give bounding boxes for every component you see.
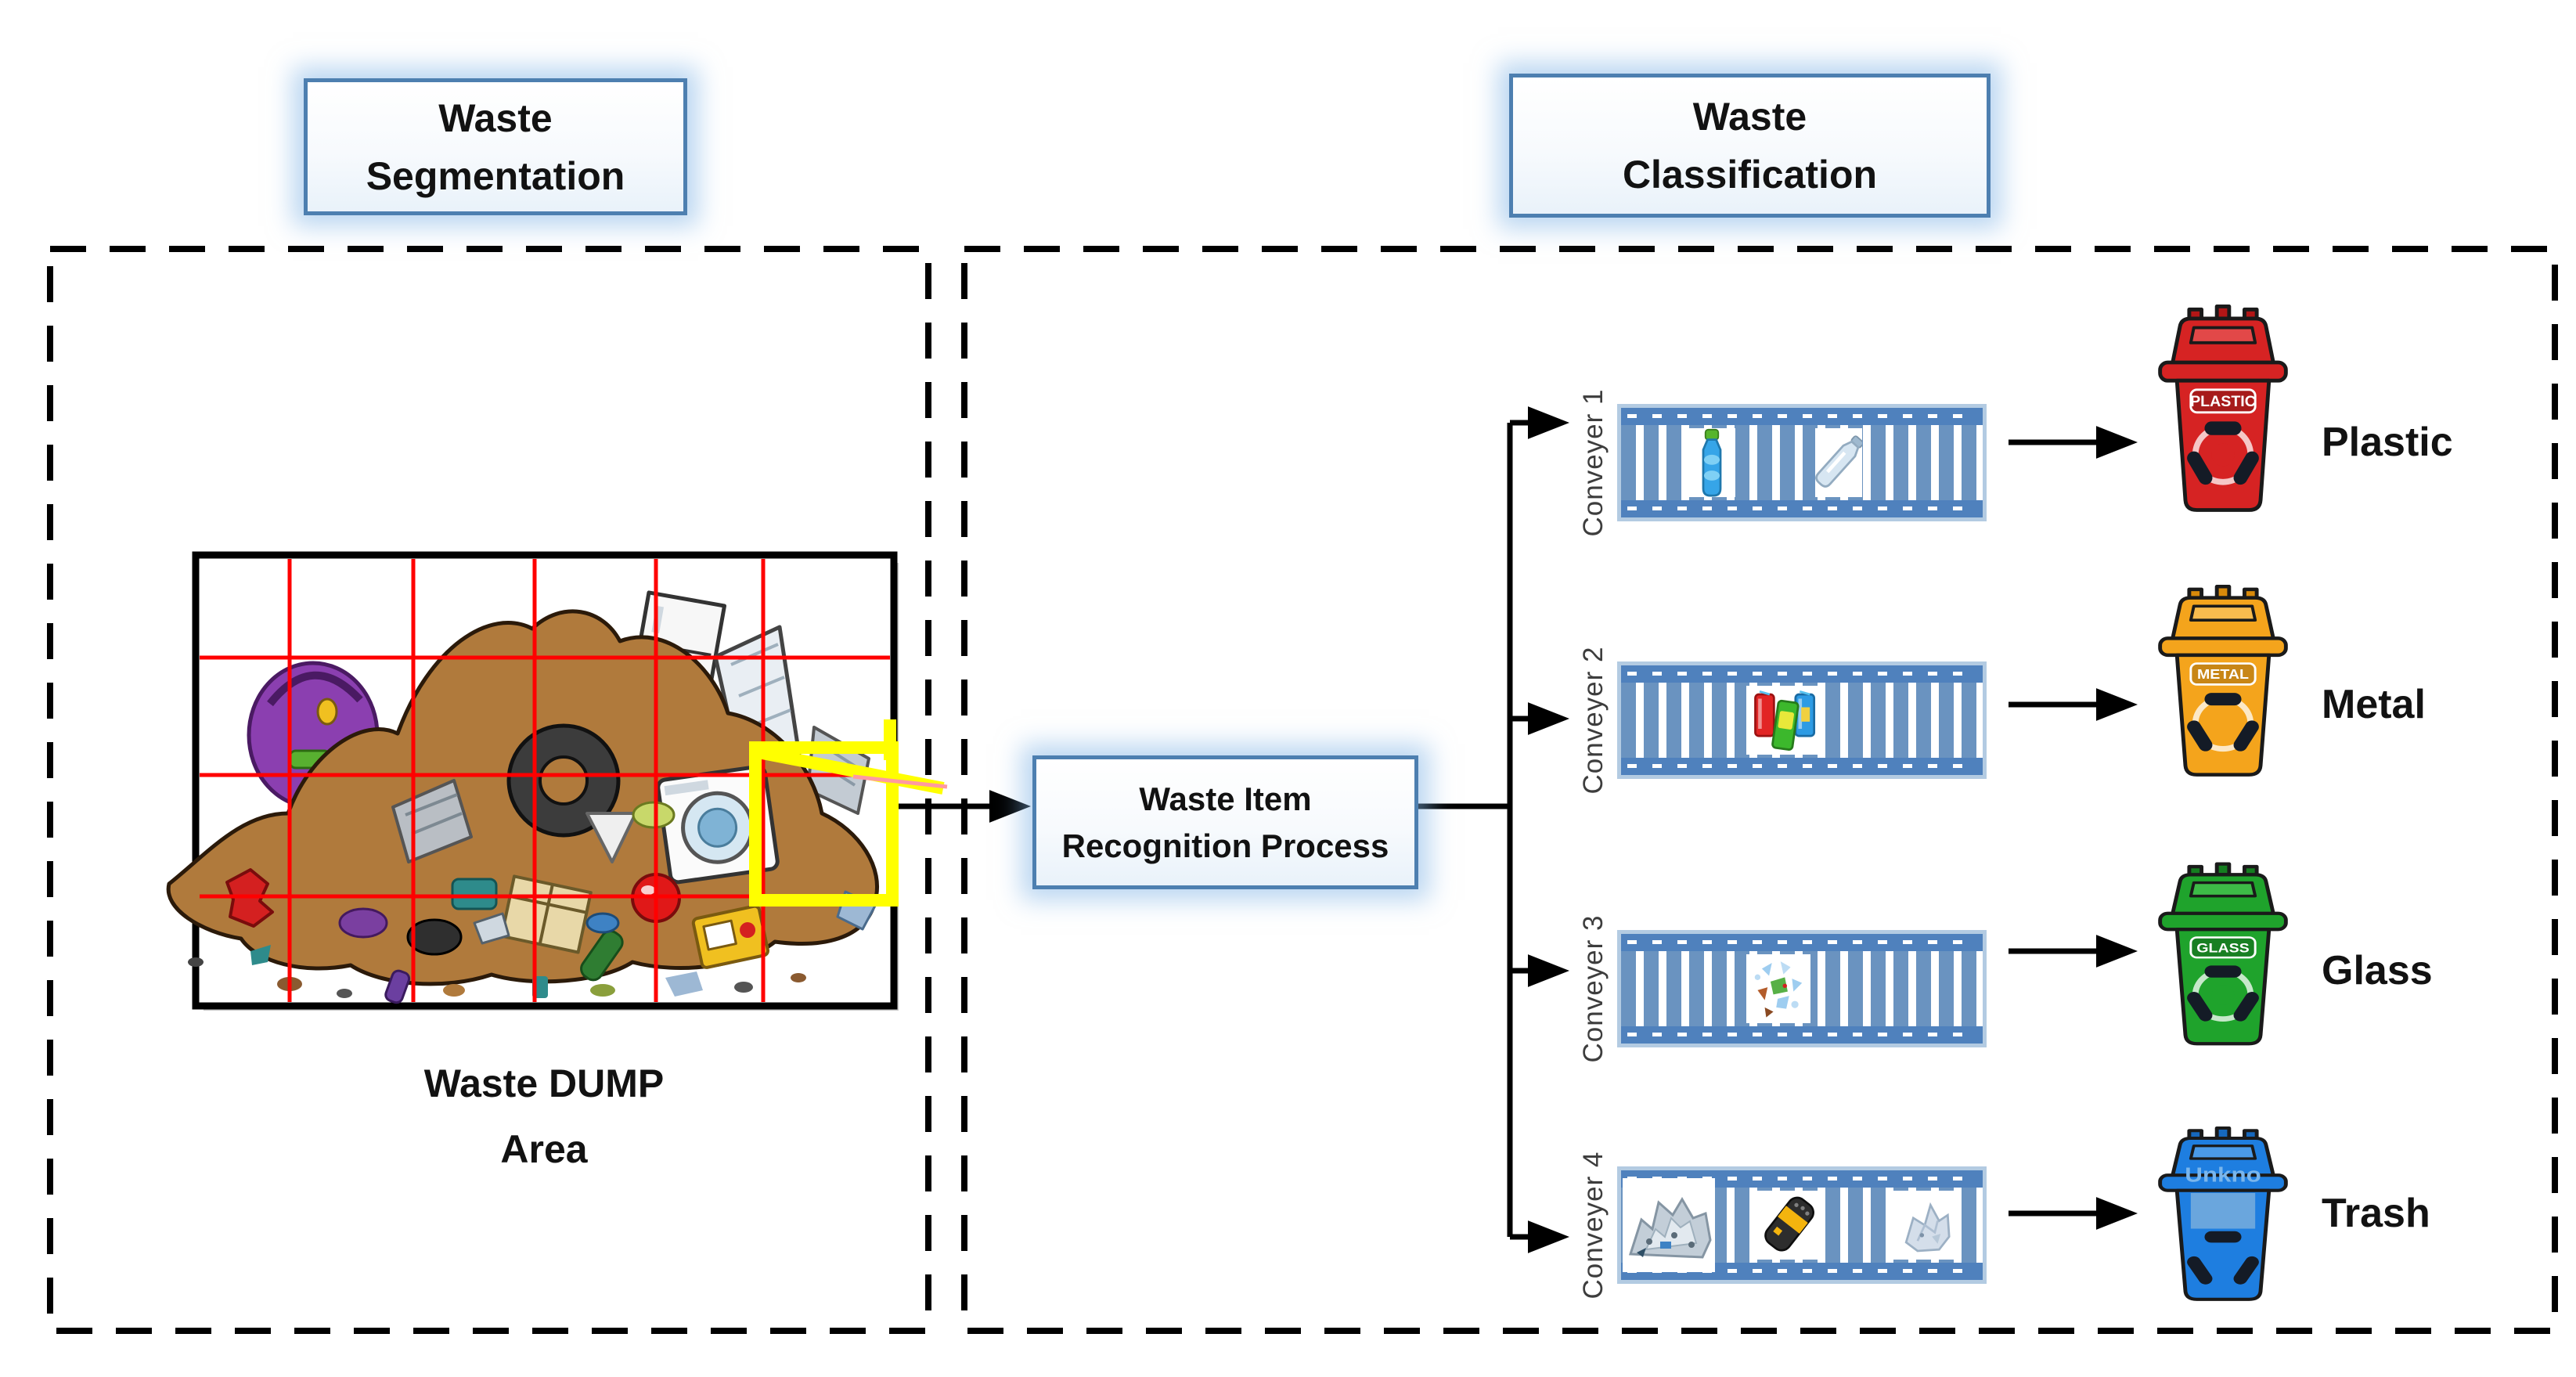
classification-title-box: Waste Classification xyxy=(1509,74,1991,218)
conveyer-1-belt xyxy=(1617,404,1987,521)
conveyer-1-label: Conveyer 1 xyxy=(1578,388,1609,537)
classification-title-line1: Waste xyxy=(1692,95,1807,139)
recycle-icon xyxy=(2187,1231,2259,1285)
classification-panel-border xyxy=(961,246,2558,1334)
metal-cans-icon xyxy=(1746,686,1825,755)
dump-label-line1: Waste DUMP xyxy=(423,1062,665,1105)
plastic-bin: PLASTIC xyxy=(2146,294,2300,521)
recycle-icon xyxy=(2187,693,2259,752)
process-box-line2: Recognition Process xyxy=(1061,827,1389,864)
green-bottle xyxy=(580,929,624,982)
battery-icon xyxy=(1756,1191,1821,1260)
grid-line-extension xyxy=(852,774,948,789)
broken-glass-icon xyxy=(1746,954,1810,1023)
waste-dump-area-label: Waste DUMP Area xyxy=(329,1051,759,1182)
metal-bin: METAL xyxy=(2146,575,2300,785)
segmentation-panel-border xyxy=(47,246,931,1334)
process-box-line1: Waste Item xyxy=(1139,780,1312,817)
plastic-bin-band xyxy=(2189,388,2257,414)
dump-label-line2: Area xyxy=(500,1127,588,1171)
metal-bin-band xyxy=(2189,662,2257,686)
trash-bin-watermark-text: Unkno xyxy=(2185,1164,2261,1187)
segmentation-title-line1: Waste xyxy=(438,96,553,140)
plastic-bin-band-text: PLASTIC xyxy=(2190,393,2256,410)
conveyer-4-label: Conveyer 4 xyxy=(1578,1151,1609,1299)
waste-dump-figure xyxy=(166,551,948,1011)
washing-machine xyxy=(656,764,780,885)
glass-bin: GLASS xyxy=(2146,853,2300,1054)
crumpled-paper-icon xyxy=(1893,1191,1956,1260)
segmentation-title-box: Waste Segmentation xyxy=(304,78,687,215)
conveyer-3-label: Conveyer 3 xyxy=(1578,914,1609,1063)
conveyer-3-belt xyxy=(1617,930,1987,1047)
glass-bin-band xyxy=(2189,936,2257,959)
trash-bin-label: Trash xyxy=(2322,1191,2430,1236)
conveyer-2-label: Conveyer 2 xyxy=(1578,646,1609,795)
conveyer-2-belt xyxy=(1617,661,1987,779)
blue-plastic-bottle-icon xyxy=(1688,428,1735,497)
backpack-strap xyxy=(267,671,363,707)
funnel xyxy=(585,812,637,863)
trash-bin: Unkno xyxy=(2146,1118,2300,1309)
glass-bin-band-text: GLASS xyxy=(2196,940,2249,956)
conveyer-4-belt xyxy=(1617,1166,1987,1284)
recycle-icon xyxy=(2187,965,2259,1022)
clear-plastic-bottle-icon xyxy=(1815,428,1862,497)
trash-bin-panel xyxy=(2190,1192,2256,1229)
classification-title-line2: Classification xyxy=(1622,153,1878,196)
recycle-icon xyxy=(2187,421,2259,485)
crumpled-foil-icon xyxy=(1623,1178,1715,1272)
metal-bin-band-text: METAL xyxy=(2197,666,2249,682)
metal-bin-label: Metal xyxy=(2322,682,2426,727)
segmentation-title-line2: Segmentation xyxy=(366,153,625,198)
glass-bin-label: Glass xyxy=(2322,948,2433,993)
yellow-crate xyxy=(691,904,769,969)
plastic-bin-label: Plastic xyxy=(2322,420,2453,465)
recognition-process-box: Waste Item Recognition Process xyxy=(1032,755,1418,889)
